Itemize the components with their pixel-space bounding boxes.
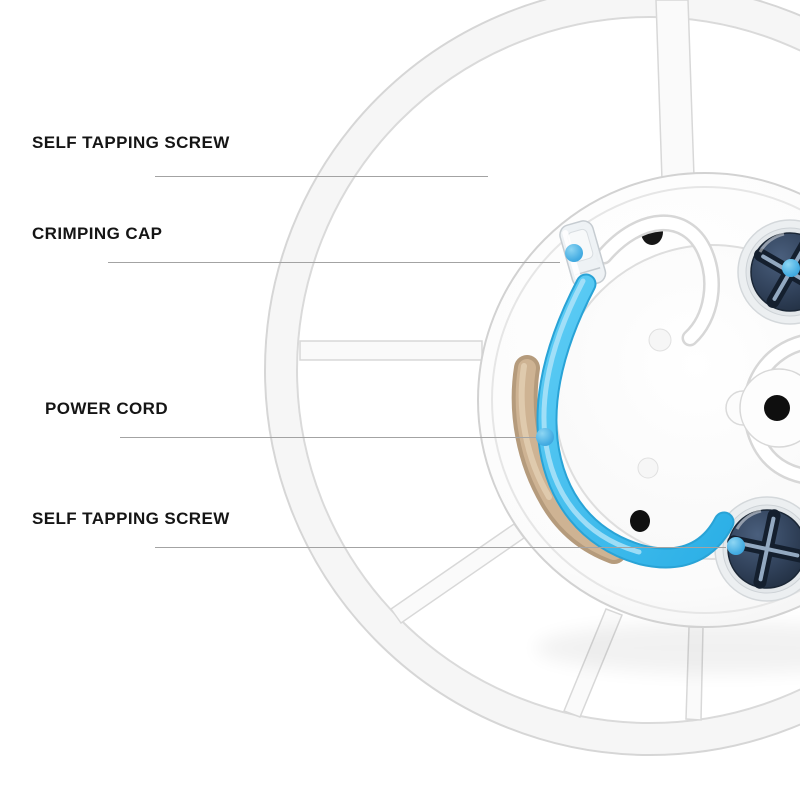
outer-ring [264,0,800,756]
marker-dot-crimping-cap [565,244,583,262]
marker-dot-self-tapping-screw-top [782,259,800,277]
self-tapping-screw-bottom [714,496,800,602]
leader-line-self-tapping-screw-bottom [155,547,726,548]
label-crimping-cap: CRIMPING CAP [32,224,163,243]
label-power-cord: POWER CORD [45,399,168,418]
plate-bump [648,328,672,352]
spoke-bottom-left [389,522,526,625]
wire-hole-bottom [630,510,650,532]
label-self-tapping-screw-top: SELF TAPPING SCREW [32,133,230,152]
label-self-tapping-screw-bottom: SELF TAPPING SCREW [32,509,230,528]
leader-line-crimping-cap [108,262,560,263]
leader-line-self-tapping-screw-top [155,176,488,177]
marker-dot-power-cord [536,428,554,446]
center-hole-boss [725,368,800,448]
spoke-top [655,0,695,181]
center-hole [764,395,790,421]
leader-line-power-cord [120,437,536,438]
spoke-left [299,340,483,361]
marker-dot-self-tapping-screw-bottom [727,537,745,555]
white-wire-top [595,214,721,347]
plate-bump [637,457,659,479]
plate-shadow [535,622,800,674]
